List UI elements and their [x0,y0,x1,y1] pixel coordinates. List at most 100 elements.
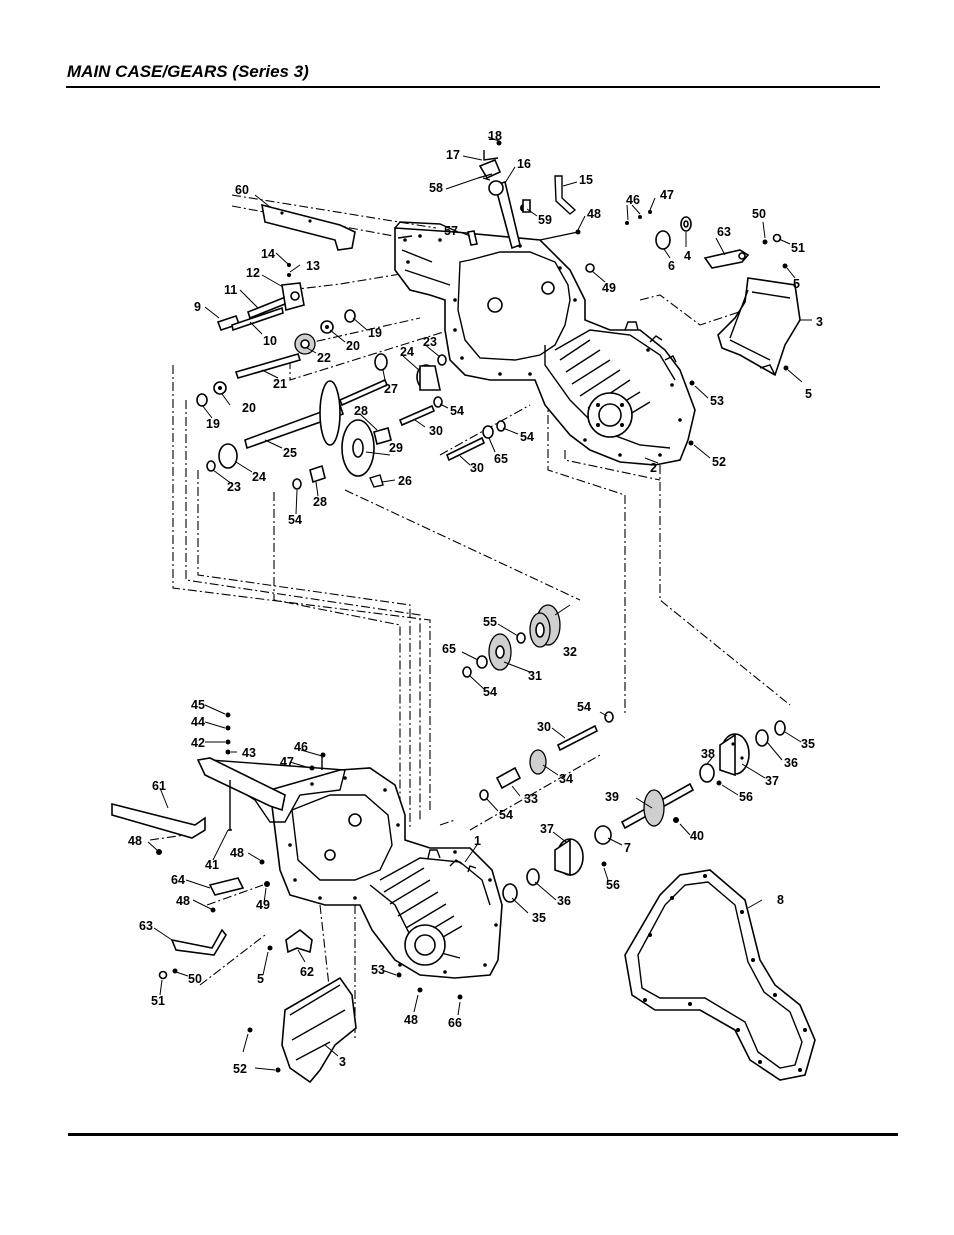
callout-59: 59 [538,213,552,227]
bracket-62 [285,928,313,954]
bracket-60 [260,203,356,251]
callout-28-b: 28 [313,495,327,509]
callout-63-a: 63 [717,225,731,239]
callout-35-a: 35 [801,737,815,751]
callout-61: 61 [152,779,166,793]
callout-62: 62 [300,965,314,979]
callout-1: 1 [474,834,481,848]
callout-45: 45 [191,698,205,712]
callout-30-c: 30 [537,720,551,734]
footer-rule [68,1133,898,1136]
callout-2: 2 [650,461,657,475]
callout-46-a: 46 [626,193,640,207]
callout-63-b: 63 [139,919,153,933]
callout-labels: 18 17 16 15 58 59 48 46 47 57 60 14 13 1… [128,129,823,1076]
callout-54-d: 54 [483,685,497,699]
callout-58: 58 [429,181,443,195]
callout-52-b: 52 [233,1062,247,1076]
callout-64: 64 [171,873,185,887]
callout-30-b: 30 [470,461,484,475]
callout-60: 60 [235,183,249,197]
callout-37-a: 37 [765,774,779,788]
bracket-41-plate [196,757,286,831]
page-title: MAIN CASE/GEARS (Series 3) [67,62,309,81]
callout-56-a: 56 [739,790,753,804]
callout-34: 34 [559,772,573,786]
callout-38: 38 [701,747,715,761]
bracket-63-upper [703,249,750,269]
bracket-63-lower [170,928,227,956]
callout-32: 32 [563,645,577,659]
callout-3-a: 3 [816,315,823,329]
callout-10: 10 [263,334,277,348]
callout-35-b: 35 [532,911,546,925]
callout-23-b: 23 [227,480,241,494]
callout-24-a: 24 [400,345,414,359]
callout-43: 43 [242,746,256,760]
callout-20-b: 20 [242,401,256,415]
callout-37-b: 37 [540,822,554,836]
callout-50-a: 50 [752,207,766,221]
callout-51-a: 51 [791,241,805,255]
shield-3-upper [717,277,801,377]
callout-52-a: 52 [712,455,726,469]
callout-14: 14 [261,247,275,261]
callout-57: 57 [444,224,458,238]
callout-46-b: 46 [294,740,308,754]
callout-18: 18 [488,129,502,143]
callout-29: 29 [389,441,403,455]
callout-65-b: 65 [442,642,456,656]
callout-12: 12 [246,266,260,280]
callout-7: 7 [624,841,631,855]
callout-5-c: 5 [257,972,264,986]
callout-21: 21 [273,377,287,391]
callout-42: 42 [191,736,205,750]
callout-53-a: 53 [710,394,724,408]
callout-16: 16 [517,157,531,171]
callout-26: 26 [398,474,412,488]
callout-54-b: 54 [520,430,534,444]
callout-33: 33 [524,792,538,806]
callout-9: 9 [194,300,201,314]
callout-6: 6 [668,259,675,273]
bracket-64 [208,877,245,896]
callout-48-d: 48 [176,894,190,908]
callout-47-b: 47 [280,755,294,769]
callout-36-a: 36 [784,756,798,770]
callout-48-a: 48 [587,207,601,221]
callout-11: 11 [224,283,237,297]
callout-54-e: 54 [577,700,591,714]
callout-41: 41 [205,858,219,872]
lower-case-half-1 [209,759,503,979]
callout-19-a: 19 [368,326,382,340]
callout-3-b: 3 [339,1055,346,1069]
callout-19-b: 19 [206,417,220,431]
callout-13: 13 [306,259,320,273]
callout-54-c: 54 [288,513,302,527]
callout-54-a: 54 [450,404,464,418]
callout-50-b: 50 [188,972,202,986]
callout-17: 17 [446,148,460,162]
callout-22: 22 [317,351,331,365]
callout-23-a: 23 [423,335,437,349]
callout-5-b: 5 [805,387,812,401]
callout-49-a: 49 [602,281,616,295]
callout-30-a: 30 [429,424,443,438]
upper-case-half-2 [394,221,696,466]
callout-47-a: 47 [660,188,674,202]
callout-54-f: 54 [499,808,513,822]
callout-24-b: 24 [252,470,266,484]
callout-20-a: 20 [346,339,360,353]
callout-56-b: 56 [606,878,620,892]
callout-31: 31 [528,669,542,683]
shield-3-lower [281,976,357,1084]
callout-25: 25 [283,446,297,460]
header-rule [66,86,880,88]
bracket-61 [111,802,206,839]
leader-lines [147,136,812,1071]
callout-4: 4 [684,249,691,263]
callout-5-a: 5 [793,277,800,291]
callout-48-e: 48 [404,1013,418,1027]
callout-51-b: 51 [151,994,165,1008]
shaft-assembly-lower [156,604,786,1073]
